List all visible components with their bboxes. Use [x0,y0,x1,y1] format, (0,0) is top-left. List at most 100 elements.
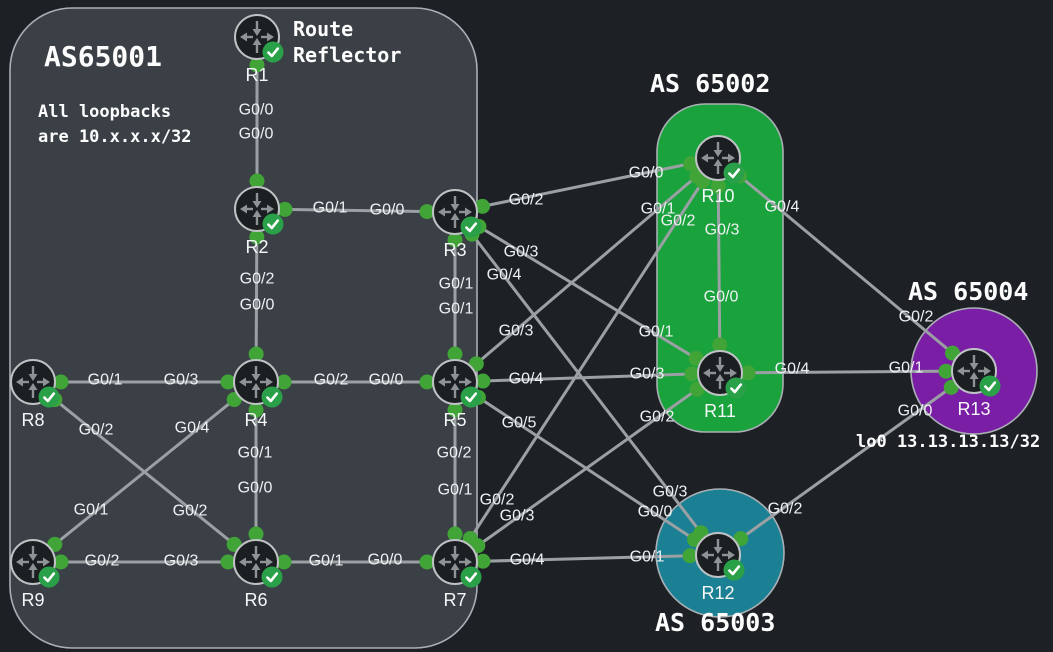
interface-label-R10-G0/4: G0/4 [765,199,800,216]
interface-label-R2-G0/0: G0/0 [239,126,274,143]
router-name-R10: R10 [701,186,734,206]
router-R2[interactable] [234,186,284,235]
link-R7-R10[interactable] [453,157,720,563]
interface-dot-R11-G0/3 [684,366,700,382]
interface-dot-R13-G0/1 [938,363,954,379]
interface-label-R5-G0/2: G0/2 [437,445,472,462]
r13-loopback-note-line-0: lo0 13.13.13.13/32 [856,432,1040,452]
status-ok-badge [262,41,284,63]
link-R3-R11[interactable] [454,210,721,375]
interface-dot-R2-G0/1 [277,201,293,217]
router-name-R12: R12 [701,583,734,603]
router-name-R4: R4 [244,410,267,430]
interface-label-R8-G0/2: G0/2 [79,422,114,439]
interface-dot-R4-G0/0 [248,346,264,362]
check-icon [465,572,478,583]
check-icon [728,168,741,179]
router-name-R7: R7 [443,590,466,610]
link-R4-R9[interactable] [32,380,257,564]
interface-dot-R11-G0/4 [740,365,756,381]
interface-label-R11-G0/1: G0/1 [639,324,674,341]
interface-label-R6-G0/0: G0/0 [238,480,273,497]
interface-dot-R5-G0/4 [475,373,491,389]
link-R5-R11[interactable] [454,371,721,384]
link-R3-R12[interactable] [453,211,720,556]
link-R7-R12[interactable] [454,553,719,564]
router-R12[interactable] [695,532,745,581]
interface-label-R9-G0/2: G0/2 [85,553,120,570]
router-R10[interactable] [695,135,745,184]
router-name-R8: R8 [21,410,44,430]
check-badge-circle [723,559,745,581]
router-name-R2: R2 [245,237,268,257]
interface-label-R6-G0/3: G0/3 [164,553,199,570]
status-ok-badge [262,213,284,235]
interface-dot-R5-G0/2 [447,402,463,418]
status-ok-badge [460,386,482,408]
router-R6[interactable] [233,539,283,588]
check-icon [730,383,743,394]
router-R4[interactable] [233,359,283,408]
interface-label-R13-G0/2: G0/2 [899,309,934,326]
interface-label-R13-G0/0: G0/0 [898,403,933,420]
interface-dot-R5-G0/0 [419,374,435,390]
status-ok-badge [723,162,745,184]
interface-dot-R3-G0/2 [474,198,490,214]
interface-dot-R4-G0/1 [248,402,264,418]
interface-label-R4-G0/4: G0/4 [175,420,210,437]
status-ok-badge [979,375,1001,397]
interface-label-R10-G0/0: G0/0 [629,165,664,182]
check-icon [266,392,279,403]
router-R7[interactable] [432,539,482,588]
link-R7-R11[interactable] [454,371,721,564]
status-ok-badge [261,566,283,588]
interface-label-R13-G0/1: G0/1 [889,360,924,377]
check-icon [43,572,56,583]
interface-label-R7-G0/0: G0/0 [368,552,403,569]
interface-dot-R5-G0/1 [447,346,463,362]
check-icon [728,565,741,576]
router-R11[interactable] [697,350,747,399]
link-R10-R11[interactable] [716,157,722,374]
interface-label-R11-G0/0: G0/0 [704,289,739,306]
router-R13[interactable] [951,348,1001,397]
interface-dot-R7-G0/4 [475,553,491,569]
router-R8[interactable] [10,359,60,408]
status-ok-badge [460,216,482,238]
router-R5[interactable] [432,359,482,408]
interface-label-R3-G0/0: G0/0 [370,202,405,219]
loopback-note-line-1: are 10.x.x.x/32 [38,127,192,147]
interface-label-R12-G0/2: G0/2 [768,501,803,518]
check-badge-circle [38,386,60,408]
interface-label-R5-G0/1: G0/1 [439,301,474,318]
router-R9[interactable] [10,539,60,588]
interface-label-R10-G0/2: G0/2 [661,213,696,230]
check-icon [465,392,478,403]
interface-dot-R12-G0/1 [682,548,698,564]
interface-label-R5-G0/3: G0/3 [499,323,534,340]
route-reflector-note-line-1: Reflector [293,43,401,67]
interface-dot-R11-G0/0 [712,337,728,353]
interface-dot-R6-G0/0 [248,526,264,542]
link-R10-R13[interactable] [717,156,975,373]
router-R1[interactable] [234,14,284,63]
interface-dot-R7-G0/0 [419,554,435,570]
link-R3-R10[interactable] [454,156,719,214]
status-ok-badge [725,377,747,399]
status-ok-badge [38,386,60,408]
interface-label-R3-G0/2: G0/2 [509,192,544,209]
interface-dot-R10-G0/0 [683,156,699,172]
interface-label-R12-G0/1: G0/1 [630,549,665,566]
routers-layer [10,14,1001,588]
interface-label-R12-G0/0: G0/0 [638,504,673,521]
interface-dot-R2-G0/2 [249,229,265,245]
interface-dot-R3-G0/0 [419,204,435,220]
link-R5-R10[interactable] [454,156,719,384]
link-R12-R13[interactable] [717,369,975,557]
interface-dot-R3-G0/1 [447,232,463,248]
link-R11-R13[interactable] [719,369,975,375]
check-icon [267,219,280,230]
router-R3[interactable] [432,189,482,238]
